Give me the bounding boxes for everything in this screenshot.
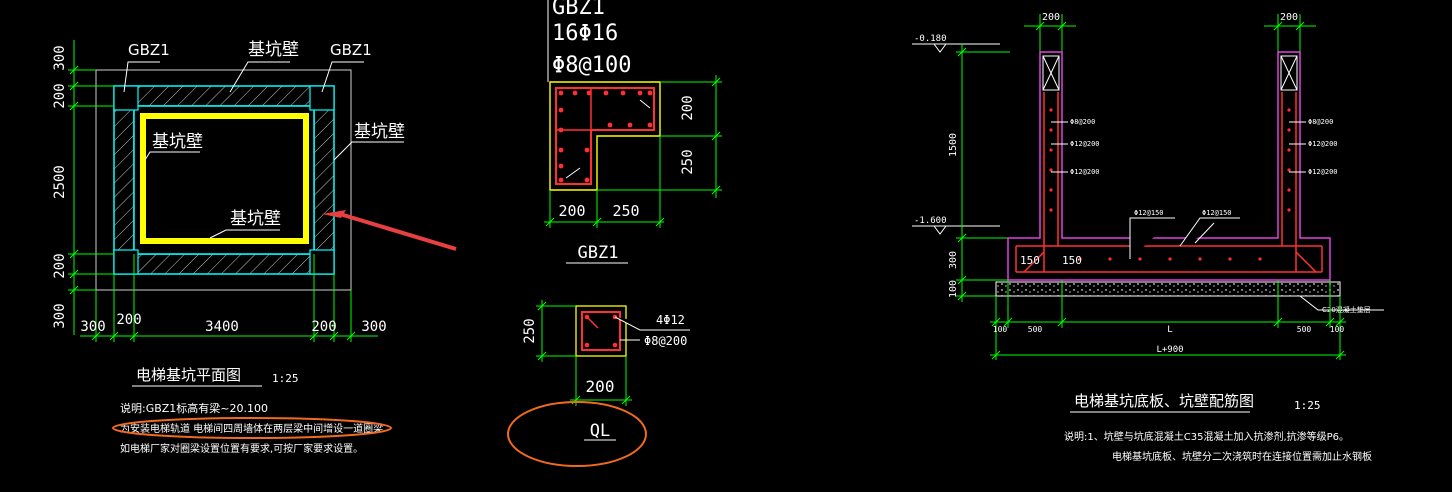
gbz-header-rebar: 16Φ16: [552, 21, 618, 46]
level-top: -0.180: [914, 34, 947, 44]
section-dim-b-500-right: 500: [1297, 325, 1312, 334]
gbz-dim-250-bottom: 250: [612, 202, 639, 220]
section-dim-b-500-left: 500: [1028, 325, 1043, 334]
plan-scale: 1:25: [272, 372, 299, 385]
plan-note-2: 为安装电梯轨道 电梯间四周墙体在两层梁中间增设一道圈梁: [120, 422, 383, 435]
plan-outer-boundary: [95, 69, 352, 291]
section-wall-rebar-l1: Φ8@200: [1070, 118, 1095, 126]
section-title: 电梯基坑底板、坑壁配筋图: [1074, 392, 1254, 410]
section-wall-rebar-l2: Φ12@200: [1070, 140, 1100, 148]
section-dims-left: [956, 44, 1010, 302]
plan-label-wall-top: 基坑壁: [248, 40, 299, 60]
section-dim-b-100-left: 100: [993, 325, 1008, 334]
plan-label-gbz1-right: GBZ1: [330, 41, 372, 59]
section-scale: 1:25: [1294, 399, 1321, 412]
ql-leaders: [614, 316, 690, 341]
plan-label-wall-inner-bottom: 基坑壁: [230, 209, 281, 229]
plan-view: GBZ1 基坑壁 GBZ1 基坑壁 基坑壁 基坑壁 300 200 2500 2…: [52, 40, 405, 455]
haunch-left: 150: [1020, 254, 1040, 267]
gbz-rebars: [558, 90, 653, 183]
section-slab-rebar-1: Φ12@150: [1134, 209, 1164, 217]
gbz-header-stirrup: Φ8@100: [552, 53, 631, 78]
section-dim-top-right: 200: [1280, 12, 1298, 23]
section-dim-1500: 1500: [948, 133, 959, 157]
section-dim-300: 300: [948, 251, 959, 269]
plan-dim-2500: 2500: [52, 165, 68, 199]
pit-section: 200 200 -0.180 -1.600 1500 300 100: [912, 12, 1384, 463]
gbz-header-name: GBZ1: [552, 0, 605, 20]
section-slab-rebar-2: Φ12@150: [1202, 209, 1232, 217]
section-dim-top-left: 200: [1042, 12, 1060, 23]
section-rebar-lines: [1015, 92, 1323, 273]
ql-dims: [536, 300, 632, 406]
gbz-dims-bottom: [544, 136, 665, 228]
ql-section: 4Φ12 Φ8@200 250 200 QL: [507, 300, 690, 467]
plan-dims-left: [68, 40, 114, 335]
section-dim-100: 100: [948, 280, 959, 298]
level-markers: [912, 43, 1000, 235]
plan-yellow-highlight: [140, 113, 309, 244]
gbz-dim-200-bottom: 200: [558, 202, 585, 220]
plan-title: 电梯基坑平面图: [136, 366, 241, 384]
plan-leaders: [123, 61, 404, 239]
ql-markup-ellipse: [507, 401, 647, 467]
plan-label-wall-right: 基坑壁: [354, 122, 405, 142]
note-markup-ellipse: [112, 417, 392, 439]
markup-arrow: [322, 210, 457, 251]
section-dim-total: L+900: [1156, 345, 1183, 355]
plan-column-tl: [113, 85, 139, 111]
section-pad-label: C20混凝土垫层: [1322, 305, 1371, 314]
plan-note-1: 说明:GBZ1标高有梁~20.100: [120, 401, 268, 415]
plan-label-wall-inner-left: 基坑壁: [152, 132, 203, 152]
plan-dim-b-200-right: 200: [311, 319, 336, 335]
section-dims-bottom: [990, 280, 1346, 360]
haunch-right: 150: [1062, 254, 1082, 267]
section-dim-b-L: L: [1167, 325, 1172, 335]
section-wall-rebar-r2: Φ12@200: [1308, 140, 1338, 148]
plan-dim-b-300-left: 300: [80, 319, 105, 335]
plan-note-3: 如电梯厂家对圈梁设置位置有要求,可按厂家要求设置。: [120, 442, 363, 455]
gbz1-section: GBZ1 16Φ16 Φ8@100 200 250: [544, 0, 722, 264]
plan-dim-bottom-200: 200: [52, 253, 68, 278]
section-wall-rebar-r3: Φ12@200: [1308, 168, 1338, 176]
ql-stirrup: [581, 311, 621, 351]
gbz-dim-200-right: 200: [680, 95, 696, 120]
ql-outline: [575, 305, 627, 357]
gbz-stirrup-hooks: [565, 99, 651, 179]
plan-dim-b-200-left: 200: [116, 312, 141, 328]
gbz-outline: [549, 81, 661, 191]
ql-rebar-stirrup: Φ8@200: [644, 334, 687, 348]
section-concrete-outline: [1007, 51, 1331, 281]
plan-dim-bottom-300: 300: [52, 303, 68, 328]
gbz-title: GBZ1: [578, 243, 619, 263]
plan-dim-b-3400: 3400: [205, 319, 239, 335]
ql-rebar-main: 4Φ12: [656, 313, 685, 327]
section-slab-leaders: [1129, 217, 1240, 259]
section-gravel-pad: [995, 281, 1341, 297]
plan-dims-bottom: [80, 254, 378, 342]
ql-dim-250: 250: [522, 318, 538, 343]
section-wall-leaders: [1051, 121, 1306, 173]
section-dims-top: [1024, 14, 1316, 52]
section-wall-rebar-r1: Φ8@200: [1308, 118, 1333, 126]
level-bottom: -1.600: [914, 216, 947, 226]
ql-dim-200: 200: [586, 377, 615, 396]
section-wall-rebar-l3: Φ12@200: [1070, 168, 1100, 176]
section-rebar-dots: [1049, 108, 1291, 261]
section-note-2: 电梯基坑底板、坑壁分二次浇筑时在连接位置需加止水钢板: [1112, 450, 1372, 463]
plan-label-gbz1-left: GBZ1: [128, 41, 170, 59]
plan-dim-top-200: 200: [52, 83, 68, 108]
section-dim-b-100-right: 100: [1330, 325, 1345, 334]
plan-dim-b-300-right: 300: [361, 319, 386, 335]
plan-column-tr: [309, 85, 335, 111]
gbz-dim-250-right: 250: [680, 149, 696, 174]
section-note-1: 说明:1、坑壁与坑底混凝土C35混凝土加入抗渗剂,抗渗等级P6。: [1064, 430, 1349, 443]
plan-dim-top-300: 300: [52, 45, 68, 70]
plan-pit-interior: [133, 105, 315, 255]
ql-title: QL: [590, 421, 610, 441]
section-x-boxes: [1042, 55, 1298, 91]
